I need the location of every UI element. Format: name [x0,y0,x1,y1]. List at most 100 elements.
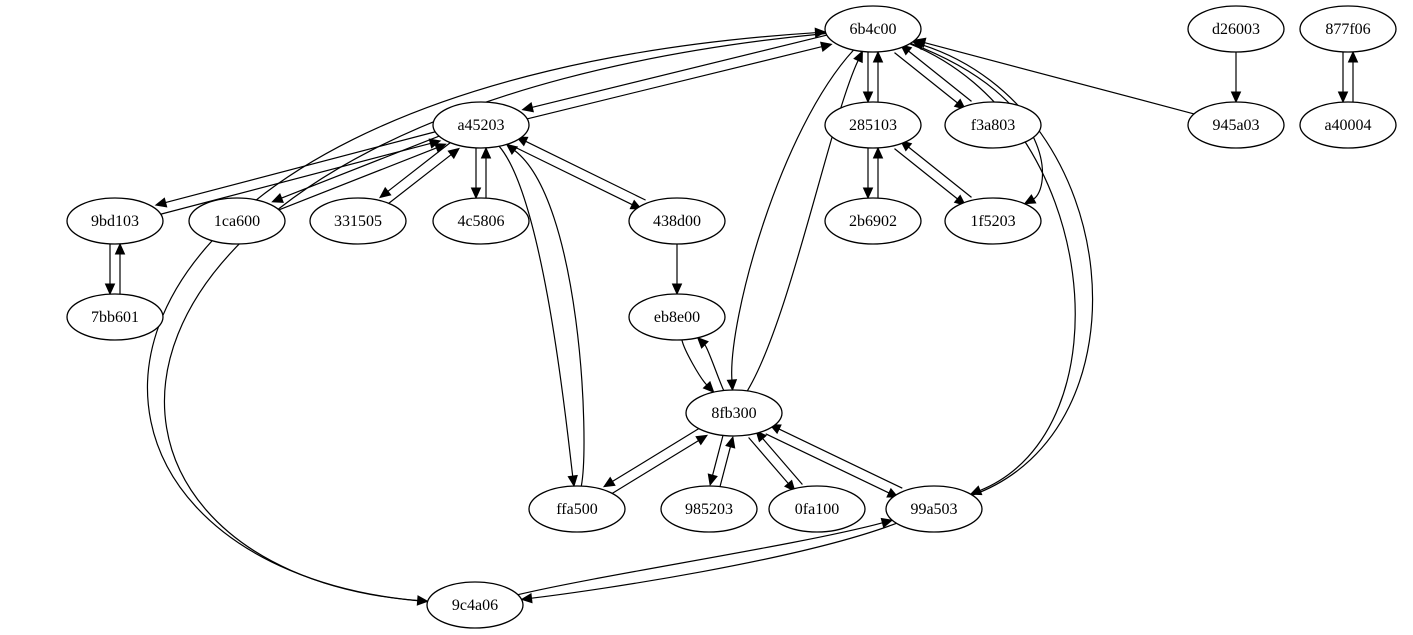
node-1ca600[interactable]: 1ca600 [188,197,286,245]
arrowhead-6b4c00-to-1f5203 [1023,194,1037,205]
arrowhead-438d00-to-eb8e00 [671,283,683,296]
node-9c4a06[interactable]: 9c4a06 [426,581,524,629]
node-label-6b4c00: 6b4c00 [849,21,896,38]
edge-a45203-to-331505 [387,140,454,192]
node-label-f3a803: f3a803 [971,117,1015,134]
edges-layer [104,27,1359,606]
arrowhead-99a503-to-9c4a06 [520,592,533,604]
edge-6b4c00-to-8fb300 [731,49,855,381]
node-ellipse-877f06 [1299,5,1397,53]
node-ellipse-8fb300 [685,389,783,437]
node-label-0fa100: 0fa100 [795,501,839,518]
node-1f5203[interactable]: 1f5203 [944,197,1042,245]
node-ellipse-0fa100 [768,485,866,533]
arrowhead-2b6902-to-285103 [872,146,884,159]
node-label-eb8e00: eb8e00 [654,309,700,326]
edge-1ca600-to-a45203 [275,147,437,212]
edge-a45203-to-9bd103 [165,130,438,204]
edge-99a503-to-9c4a06 [531,522,897,599]
node-label-7bb601: 7bb601 [91,309,139,326]
node-label-99a503: 99a503 [910,501,957,518]
arrowhead-6b4c00-to-a45203 [521,102,534,113]
node-ffa500[interactable]: ffa500 [528,485,626,533]
node-label-4c5806: 4c5806 [457,213,504,230]
node-ellipse-2b6902 [824,197,922,245]
arrowhead-9bd103-to-7bb601 [104,283,116,296]
node-label-9bd103: 9bd103 [91,213,139,230]
arrowhead-eb8e00-to-8fb300 [702,380,715,393]
arrowhead-d26003-to-945a03 [1230,91,1242,104]
node-985203[interactable]: 985203 [660,485,758,533]
node-label-d26003: d26003 [1212,21,1260,38]
arrowhead-a45203-to-6b4c00 [820,41,833,52]
node-ellipse-9bd103 [66,197,164,245]
node-ellipse-1ca600 [188,197,286,245]
node-ellipse-285103 [824,101,922,149]
arrowhead-ffa500-to-a45203 [505,143,519,156]
node-ellipse-438d00 [628,197,726,245]
edge-945a03-to-6b4c00 [924,42,1195,115]
arrowhead-285103-to-6b4c00 [872,50,884,63]
edge-8fb300-to-985203 [712,434,724,476]
arrowhead-331505-to-a45203 [447,147,460,160]
node-a45203[interactable]: a45203 [432,101,530,149]
node-label-8fb300: 8fb300 [711,405,756,422]
nodes-layer: 6b4c00 d26003 877f06 a45203 285103 f3a803 945a… [66,5,1397,629]
edge-ffa500-to-8fb300 [608,440,699,496]
node-label-9c4a06: 9c4a06 [452,597,498,614]
node-ellipse-985203 [660,485,758,533]
node-f3a803[interactable]: f3a803 [944,101,1042,149]
node-7bb601[interactable]: 7bb601 [66,293,164,341]
edge-985203-to-8fb300 [719,446,731,488]
arrowhead-99a503-to-6b4c00 [911,40,925,51]
node-ellipse-9c4a06 [426,581,524,629]
node-331505[interactable]: 331505 [309,197,407,245]
edge-6b4c00-to-9c4a06 [163,32,826,602]
node-945a03[interactable]: 945a03 [1187,101,1285,149]
node-label-438d00: 438d00 [653,213,701,230]
edge-8fb300-to-99a503 [765,433,890,494]
node-438d00[interactable]: 438d00 [628,197,726,245]
edge-9c4a06-to-99a503 [517,522,883,596]
edge-331505-to-a45203 [385,154,452,206]
node-9bd103[interactable]: 9bd103 [66,197,164,245]
node-a40004[interactable]: a40004 [1299,101,1397,149]
node-8fb300[interactable]: 8fb300 [685,389,783,437]
arrowhead-8fb300-to-6b4c00 [853,50,863,64]
arrowhead-a40004-to-877f06 [1347,50,1359,63]
arrowhead-0fa100-to-8fb300 [755,430,768,443]
edge-8fb300-to-0fa100 [748,437,789,484]
node-ellipse-6b4c00 [824,5,922,53]
node-label-a45203: a45203 [457,117,504,134]
edge-8fb300-to-eb8e00 [704,344,725,391]
node-d26003[interactable]: d26003 [1187,5,1285,53]
arrowhead-a45203-to-9bd103 [154,197,168,208]
edge-6b4c00-to-a45203 [532,34,830,108]
edge-a45203-to-6b4c00 [524,46,822,120]
arrowhead-1ca600-to-a45203 [434,143,447,154]
node-0fa100[interactable]: 0fa100 [768,485,866,533]
edge-438d00-to-a45203 [525,140,646,201]
node-877f06[interactable]: 877f06 [1299,5,1397,53]
node-4c5806[interactable]: 4c5806 [432,197,530,245]
node-ellipse-a45203 [432,101,530,149]
arrowhead-4c5806-to-a45203 [480,146,492,159]
node-2b6902[interactable]: 2b6902 [824,197,922,245]
node-eb8e00[interactable]: eb8e00 [628,293,726,341]
node-ellipse-331505 [309,197,407,245]
node-99a503[interactable]: 99a503 [885,485,983,533]
arrowhead-a45203-to-1ca600 [271,192,284,203]
edge-f3a803-to-6b4c00 [908,50,972,102]
node-285103[interactable]: 285103 [824,101,922,149]
node-ellipse-f3a803 [944,101,1042,149]
node-6b4c00[interactable]: 6b4c00 [824,5,922,53]
edge-a45203-to-1ca600 [281,134,443,199]
edge-8fb300-to-6b4c00 [746,60,859,392]
edge-a45203-to-438d00 [512,145,633,206]
arrowhead-8fb300-to-985203 [707,473,718,487]
node-label-945a03: 945a03 [1212,117,1259,134]
node-ellipse-d26003 [1187,5,1285,53]
edge-8fb300-to-ffa500 [612,426,703,482]
edge-ffa500-to-a45203 [514,150,585,487]
